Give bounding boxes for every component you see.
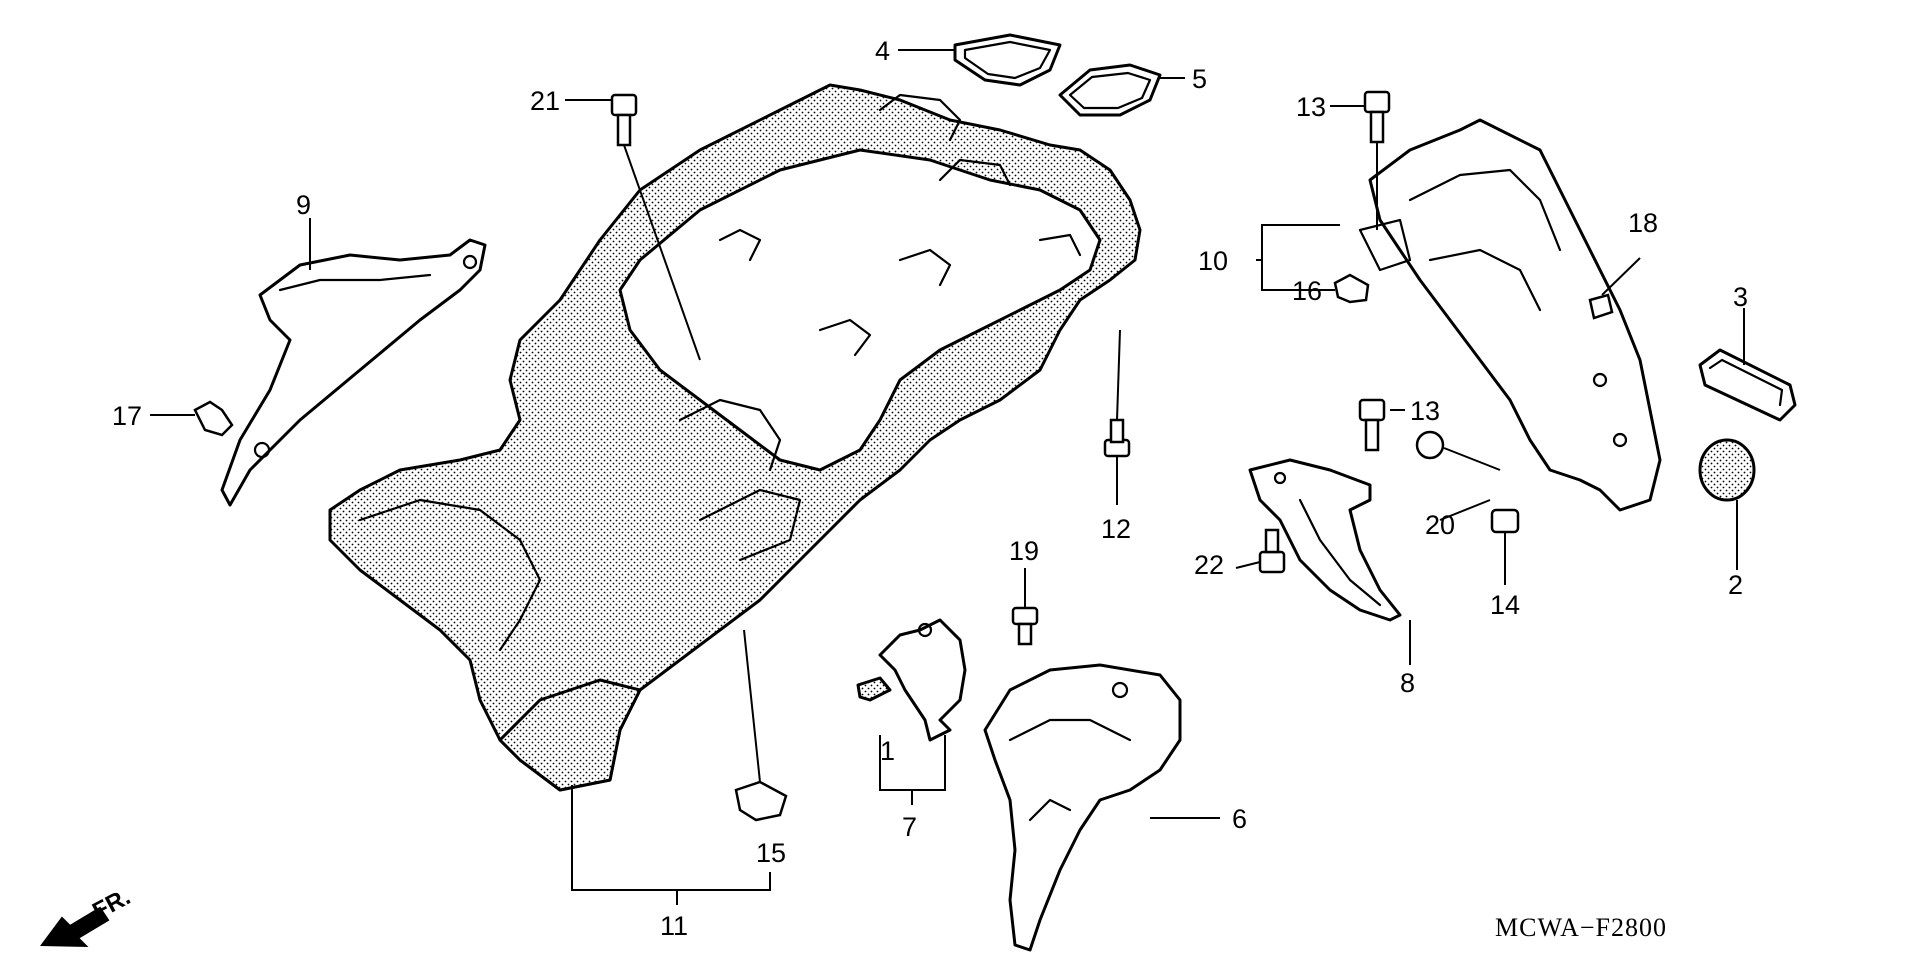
- callout-17: 17: [112, 401, 142, 431]
- callout-11: 11: [660, 911, 688, 941]
- grommet-part-1: [856, 676, 892, 702]
- bolt-part-13-middle: [1358, 398, 1386, 452]
- bolt-part-19: [1011, 606, 1039, 646]
- leader-lines: [150, 49, 1745, 905]
- inner-cover-part-6: [983, 663, 1182, 952]
- gasket-part-5: [1058, 63, 1162, 117]
- callout-16: 16: [1292, 276, 1322, 306]
- reflector-part-3: [1698, 348, 1797, 422]
- bracket-part-8: [1248, 458, 1402, 622]
- callout-labels: 1 2 3 4 5 6 7 8 9 10 11 12 13 13 14 15 1…: [112, 36, 1748, 941]
- wire-bracket-part-7: [878, 618, 967, 742]
- rear-fender-part-10: [1358, 118, 1662, 512]
- bolt-part-12: [1103, 418, 1131, 458]
- callout-22: 22: [1194, 550, 1224, 580]
- bolt-part-22: [1258, 528, 1286, 574]
- callout-1: 1: [880, 736, 895, 766]
- nut-part-14: [1490, 508, 1520, 534]
- callout-12: 12: [1101, 514, 1131, 544]
- clip-part-18: [1588, 293, 1614, 320]
- callout-13-top: 13: [1296, 92, 1326, 122]
- callout-8: 8: [1400, 668, 1415, 698]
- callout-18: 18: [1628, 208, 1658, 238]
- rear-inner-fender-part-11: [328, 83, 1142, 792]
- side-cover-part-9: [220, 238, 487, 507]
- grommet-part-20: [1415, 430, 1445, 460]
- front-direction-arrow: FR.: [40, 883, 135, 948]
- callout-6: 6: [1232, 804, 1247, 834]
- callout-2: 2: [1728, 570, 1743, 600]
- bolt-part-13-top: [1363, 90, 1391, 144]
- nut-part-16: [1333, 273, 1370, 304]
- callout-14: 14: [1490, 590, 1520, 620]
- callout-4: 4: [875, 36, 890, 66]
- callout-13-middle: 13: [1410, 396, 1440, 426]
- callout-19: 19: [1009, 536, 1039, 566]
- nut-part-15: [734, 780, 788, 822]
- callout-7: 7: [902, 812, 917, 842]
- callout-9: 9: [296, 190, 311, 220]
- callout-3: 3: [1733, 282, 1748, 312]
- gasket-part-4: [953, 33, 1062, 87]
- callout-10: 10: [1198, 246, 1228, 276]
- callout-5: 5: [1192, 64, 1207, 94]
- bolt-part-21: [610, 93, 638, 147]
- reflector-part-2: [1698, 438, 1756, 502]
- drawing-code: MCWA−F2800: [1495, 913, 1667, 942]
- callout-21: 21: [530, 86, 560, 116]
- clip-part-17: [193, 400, 234, 437]
- callout-15: 15: [756, 838, 786, 868]
- callout-20: 20: [1425, 510, 1455, 540]
